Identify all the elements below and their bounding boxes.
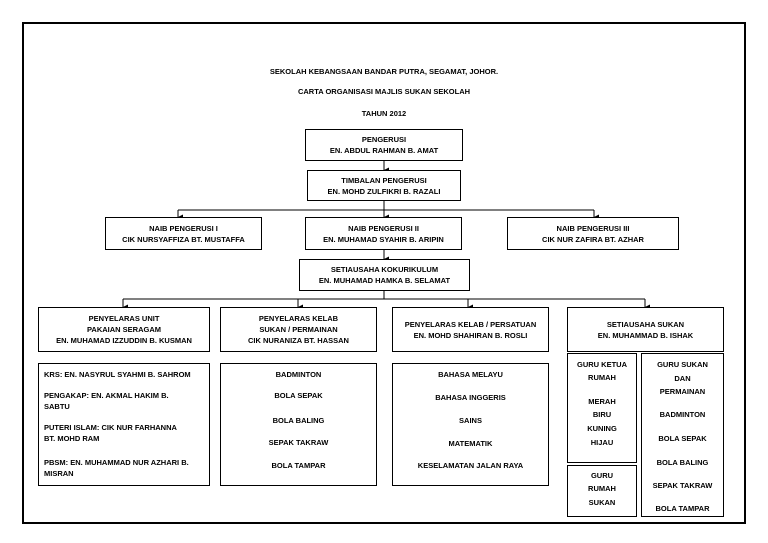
penyelaras-kelab-sukan-box: PENYELARAS KELAB SUKAN / PERMAINAN CIK N… — [220, 307, 377, 352]
list-item: PBSM: EN. MUHAMMAD NUR AZHARI B. — [44, 458, 189, 467]
kelab-persatuan-list: BAHASA MELAYU BAHASA INGGERIS SAINS MATE… — [392, 363, 549, 486]
naib-pengerusi-1-box: NAIB PENGERUSI I CIK NURSYAFFIZA BT. MUS… — [105, 217, 262, 250]
list-item: SEPAK TAKRAW — [268, 438, 329, 447]
list-item: KESELAMATAN JALAN RAYA — [417, 461, 524, 470]
timbalan-role: TIMBALAN PENGERUSI — [341, 175, 427, 185]
list-item: PUTERI ISLAM: CIK NUR FARHANNA — [44, 423, 177, 432]
penyelaras-persatuan-name: EN. MOHD SHAHIRAN B. ROSLI — [413, 330, 528, 340]
list-item: BOLA BALING — [656, 458, 709, 467]
list-item: SAINS — [459, 416, 482, 425]
list-item: BADMINTON — [659, 410, 706, 419]
guru-sukan-permainan-box: GURU SUKAN DAN PERMAINAN BADMINTON BOLA … — [641, 353, 724, 517]
timbalan-name: EN. MOHD ZULFIKRI B. RAZALI — [327, 186, 441, 196]
chart-year: TAHUN 2012 — [361, 109, 407, 118]
list-item: SABTU — [44, 402, 70, 411]
penyelaras-kelab-subtitle: SUKAN / PERMAINAN — [259, 325, 338, 334]
school-name: SEKOLAH KEBANGSAAN BANDAR PUTRA, SEGAMAT… — [269, 67, 499, 76]
guru-ketua-rumah-title: GURU KETUA — [577, 360, 627, 369]
penyelaras-kelab-persatuan-box: PENYELARAS KELAB / PERSATUAN EN. MOHD SH… — [392, 307, 549, 352]
naib-3-role: NAIB PENGERUSI III — [556, 223, 630, 233]
naib-2-role: NAIB PENGERUSI II — [348, 223, 419, 233]
guru-ketua-rumah-box: GURU KETUA RUMAH MERAH BIRU KUNING HIJAU — [567, 353, 637, 463]
chart-title: CARTA ORGANISASI MAJLIS SUKAN SEKOLAH — [297, 87, 471, 96]
guru-ketua-rumah-title: RUMAH — [588, 373, 616, 382]
list-item: BOLA SEPAK — [274, 391, 323, 400]
setiausaha-koku-role: SETIAUSAHA KOKURIKULUM — [330, 265, 439, 274]
setiausaha-sukan-box: SETIAUSAHA SUKAN EN. MUHAMMAD B. ISHAK — [567, 307, 724, 352]
naib-pengerusi-3-box: NAIB PENGERUSI III CIK NUR ZAFIRA BT. AZ… — [507, 217, 679, 250]
naib-3-name: CIK NUR ZAFIRA BT. AZHAR — [542, 234, 644, 244]
guru-rumah-sukan-box: GURU RUMAH SUKAN — [567, 465, 637, 517]
list-item: SEPAK TAKRAW — [652, 481, 713, 490]
unit-item-pengakap: PENGAKAP: EN. AKMAL HAKIM B. SABTU — [44, 390, 169, 412]
list-item: HIJAU — [590, 438, 614, 447]
penyelaras-unit-title: PENYELARAS UNIT — [88, 314, 160, 323]
penyelaras-unit-box: PENYELARAS UNIT PAKAIAN SERAGAM EN. MUHA… — [38, 307, 210, 352]
setiausaha-sukan-name: EN. MUHAMMAD B. ISHAK — [597, 330, 694, 340]
list-item: MERAH — [588, 397, 616, 406]
naib-2-name: EN. MUHAMAD SYAHIR B. ARIPIN — [323, 234, 444, 244]
setiausaha-kokurikulum-box: SETIAUSAHA KOKURIKULUM EN. MUHAMAD HAMKA… — [299, 259, 470, 291]
penyelaras-kelab-name: CIK NURANIZA BT. HASSAN — [248, 336, 349, 345]
timbalan-pengerusi-box: TIMBALAN PENGERUSI EN. MOHD ZULFIKRI B. … — [307, 170, 461, 201]
unit-beruniform-list: KRS: EN. NASYRUL SYAHMI B. SAHROM PENGAK… — [38, 363, 210, 486]
unit-item-pbsm: PBSM: EN. MUHAMMAD NUR AZHARI B. MISRAN — [44, 457, 189, 479]
list-item: BADMINTON — [275, 370, 322, 379]
list-item: BOLA TAMPAR — [271, 461, 326, 470]
unit-item-puteri-islam: PUTERI ISLAM: CIK NUR FARHANNA BT. MOHD … — [44, 422, 177, 444]
setiausaha-koku-name: EN. MUHAMAD HAMKA B. SELAMAT — [318, 276, 451, 285]
list-item: RUMAH — [588, 484, 616, 493]
guru-sukan-title: PERMAINAN — [659, 387, 706, 396]
penyelaras-kelab-title: PENYELARAS KELAB — [258, 314, 339, 323]
list-item: PENGAKAP: EN. AKMAL HAKIM B. — [44, 391, 169, 400]
penyelaras-persatuan-title: PENYELARAS KELAB / PERSATUAN — [404, 319, 537, 329]
unit-item-krs: KRS: EN. NASYRUL SYAHMI B. SAHROM — [44, 370, 191, 379]
naib-1-role: NAIB PENGERUSI I — [149, 223, 218, 233]
pengerusi-box: PENGERUSI EN. ABDUL RAHMAN B. AMAT — [305, 129, 463, 161]
list-item: KRS: EN. NASYRUL SYAHMI B. SAHROM — [44, 370, 191, 379]
list-item: GURU — [590, 471, 614, 480]
penyelaras-unit-subtitle: PAKAIAN SERAGAM — [86, 325, 162, 334]
list-item: BOLA SEPAK — [658, 434, 707, 443]
guru-sukan-title: GURU SUKAN — [657, 360, 708, 369]
guru-sukan-title: DAN — [674, 374, 691, 383]
pengerusi-role: PENGERUSI — [361, 135, 407, 144]
naib-pengerusi-2-box: NAIB PENGERUSI II EN. MUHAMAD SYAHIR B. … — [305, 217, 462, 250]
setiausaha-sukan-role: SETIAUSAHA SUKAN — [606, 319, 685, 329]
list-item: BT. MOHD RAM — [44, 434, 100, 443]
list-item: BIRU — [592, 410, 612, 419]
list-item: MATEMATIK — [448, 439, 493, 448]
list-item: KUNING — [587, 424, 617, 433]
list-item: SUKAN — [588, 498, 616, 507]
penyelaras-unit-name: EN. MUHAMAD IZZUDDIN B. KUSMAN — [56, 336, 192, 345]
list-item: BAHASA MELAYU — [438, 370, 503, 379]
kelab-sukan-list: BADMINTON BOLA SEPAK BOLA BALING SEPAK T… — [220, 363, 377, 486]
document-border — [22, 22, 746, 524]
list-item: BAHASA INGGERIS — [435, 393, 506, 402]
list-item: BOLA BALING — [272, 416, 325, 425]
list-item: MISRAN — [44, 469, 74, 478]
naib-1-name: CIK NURSYAFFIZA BT. MUSTAFFA — [122, 234, 245, 244]
list-item: BOLA TAMPAR — [655, 504, 710, 513]
pengerusi-name: EN. ABDUL RAHMAN B. AMAT — [329, 146, 439, 155]
